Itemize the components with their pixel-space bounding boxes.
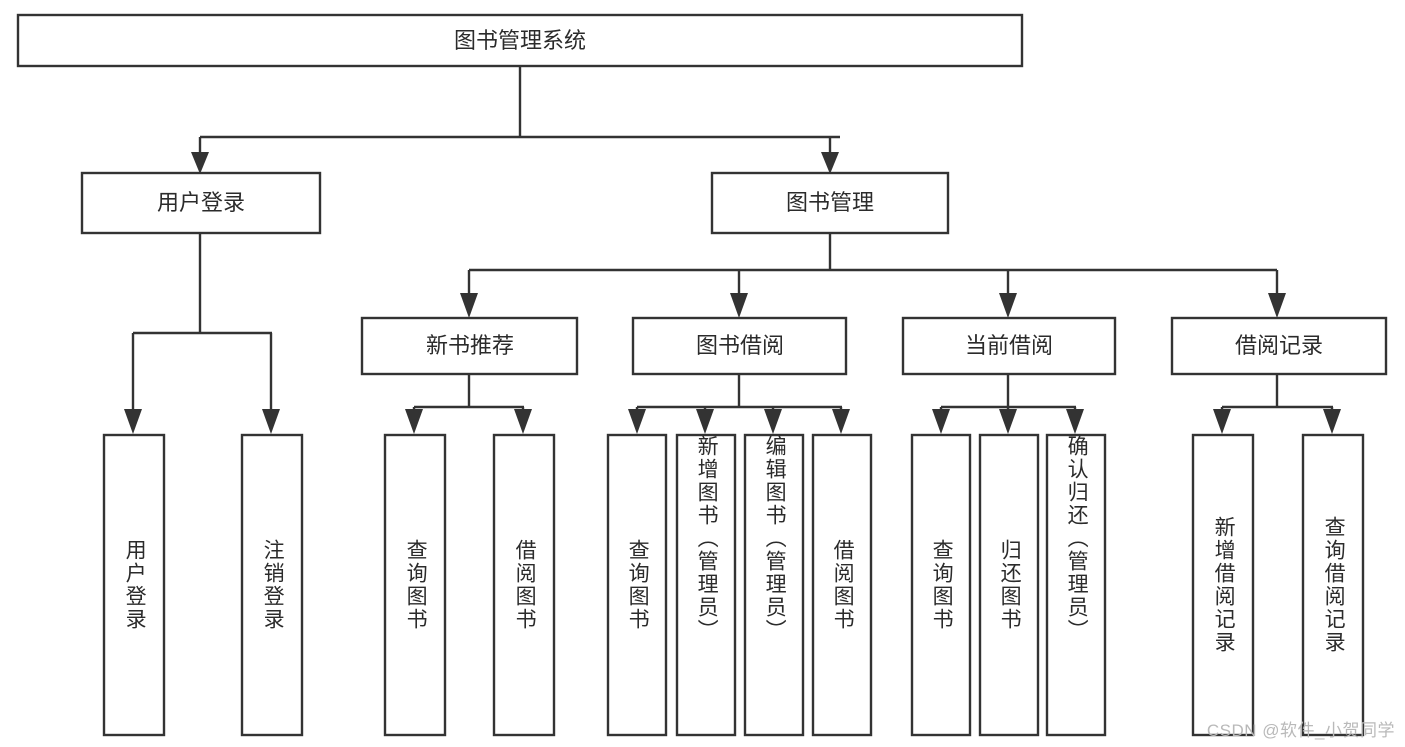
node-leaf-query-book-1-box[interactable] [383,433,447,737]
node-new-book-recommend-label: 新书推荐 [426,333,514,358]
arrow-head-book-manage [821,152,839,174]
arrow-head-borrow-record [1268,293,1286,318]
node-leaf-logout-box[interactable] [240,433,304,737]
node-leaf-borrow-book-2-box[interactable] [811,433,873,737]
node-leaf-query-book-2-box[interactable] [606,433,668,737]
node-current-borrow-box[interactable] [901,316,1117,376]
node-leaf-user-login-box[interactable] [102,433,166,737]
leaf-box-layer [102,433,1365,737]
node-new-book-recommend[interactable]: 新书推荐 [360,316,579,376]
node-new-book-recommend-box[interactable] [360,316,579,376]
arrow-head-leaf-return-book [999,409,1017,434]
node-leaf-edit-book-box[interactable] [743,433,805,737]
node-book-manage-box[interactable] [710,171,950,235]
csdn-watermark: CSDN @软件_小贺同学 [1206,721,1395,740]
node-current-borrow-label: 当前借阅 [965,333,1053,358]
arrow-head-leaf-query-record [1323,409,1341,434]
arrow-head-new-book-recommend [460,293,478,318]
node-book-borrow-box[interactable] [631,316,848,376]
node-leaf-add-record-box[interactable] [1191,433,1255,737]
arrow-head-book-borrow [730,293,748,318]
arrow-head-leaf-confirm-return [1066,409,1084,434]
arrow-head-leaf-query-book-3 [932,409,950,434]
connector-layer [124,66,1341,434]
node-leaf-borrow-book-1-box[interactable] [492,433,556,737]
node-leaf-confirm-return-box[interactable] [1045,433,1107,737]
arrow-head-leaf-query-book-2 [628,409,646,434]
arrow-head-user-login [191,152,209,174]
arrow-head-leaf-borrow-book-2 [832,409,850,434]
arrow-head-leaf-logout [262,409,280,434]
node-book-borrow[interactable]: 图书借阅 [631,316,848,376]
arrow-head-leaf-borrow-book-1 [514,409,532,434]
arrow-head-leaf-user-login [124,409,142,434]
node-leaf-add-book-box[interactable] [675,433,737,737]
node-leaf-query-record-box[interactable] [1301,433,1365,737]
node-book-manage[interactable]: 图书管理 [710,171,950,235]
arrow-head-leaf-edit-book [764,409,782,434]
node-borrow-record-label: 借阅记录 [1235,333,1323,358]
node-root-box[interactable] [16,13,1024,68]
node-user-login-box[interactable] [80,171,322,235]
node-user-login[interactable]: 用户登录 [80,171,322,235]
node-book-borrow-label: 图书借阅 [696,333,784,358]
arrow-head-current-borrow [999,293,1017,318]
node-current-borrow[interactable]: 当前借阅 [901,316,1117,376]
node-leaf-return-book-box[interactable] [978,433,1040,737]
arrow-head-leaf-query-book-1 [405,409,423,434]
node-borrow-record[interactable]: 借阅记录 [1170,316,1388,376]
node-root[interactable]: 图书管理系统 [16,13,1024,68]
node-leaf-query-book-3-box[interactable] [910,433,972,737]
arrow-head-leaf-add-record [1213,409,1231,434]
node-root-label: 图书管理系统 [454,28,586,53]
arrow-head-leaf-add-book [696,409,714,434]
node-borrow-record-box[interactable] [1170,316,1388,376]
node-user-login-label: 用户登录 [157,190,245,215]
node-book-manage-label: 图书管理 [786,190,874,215]
